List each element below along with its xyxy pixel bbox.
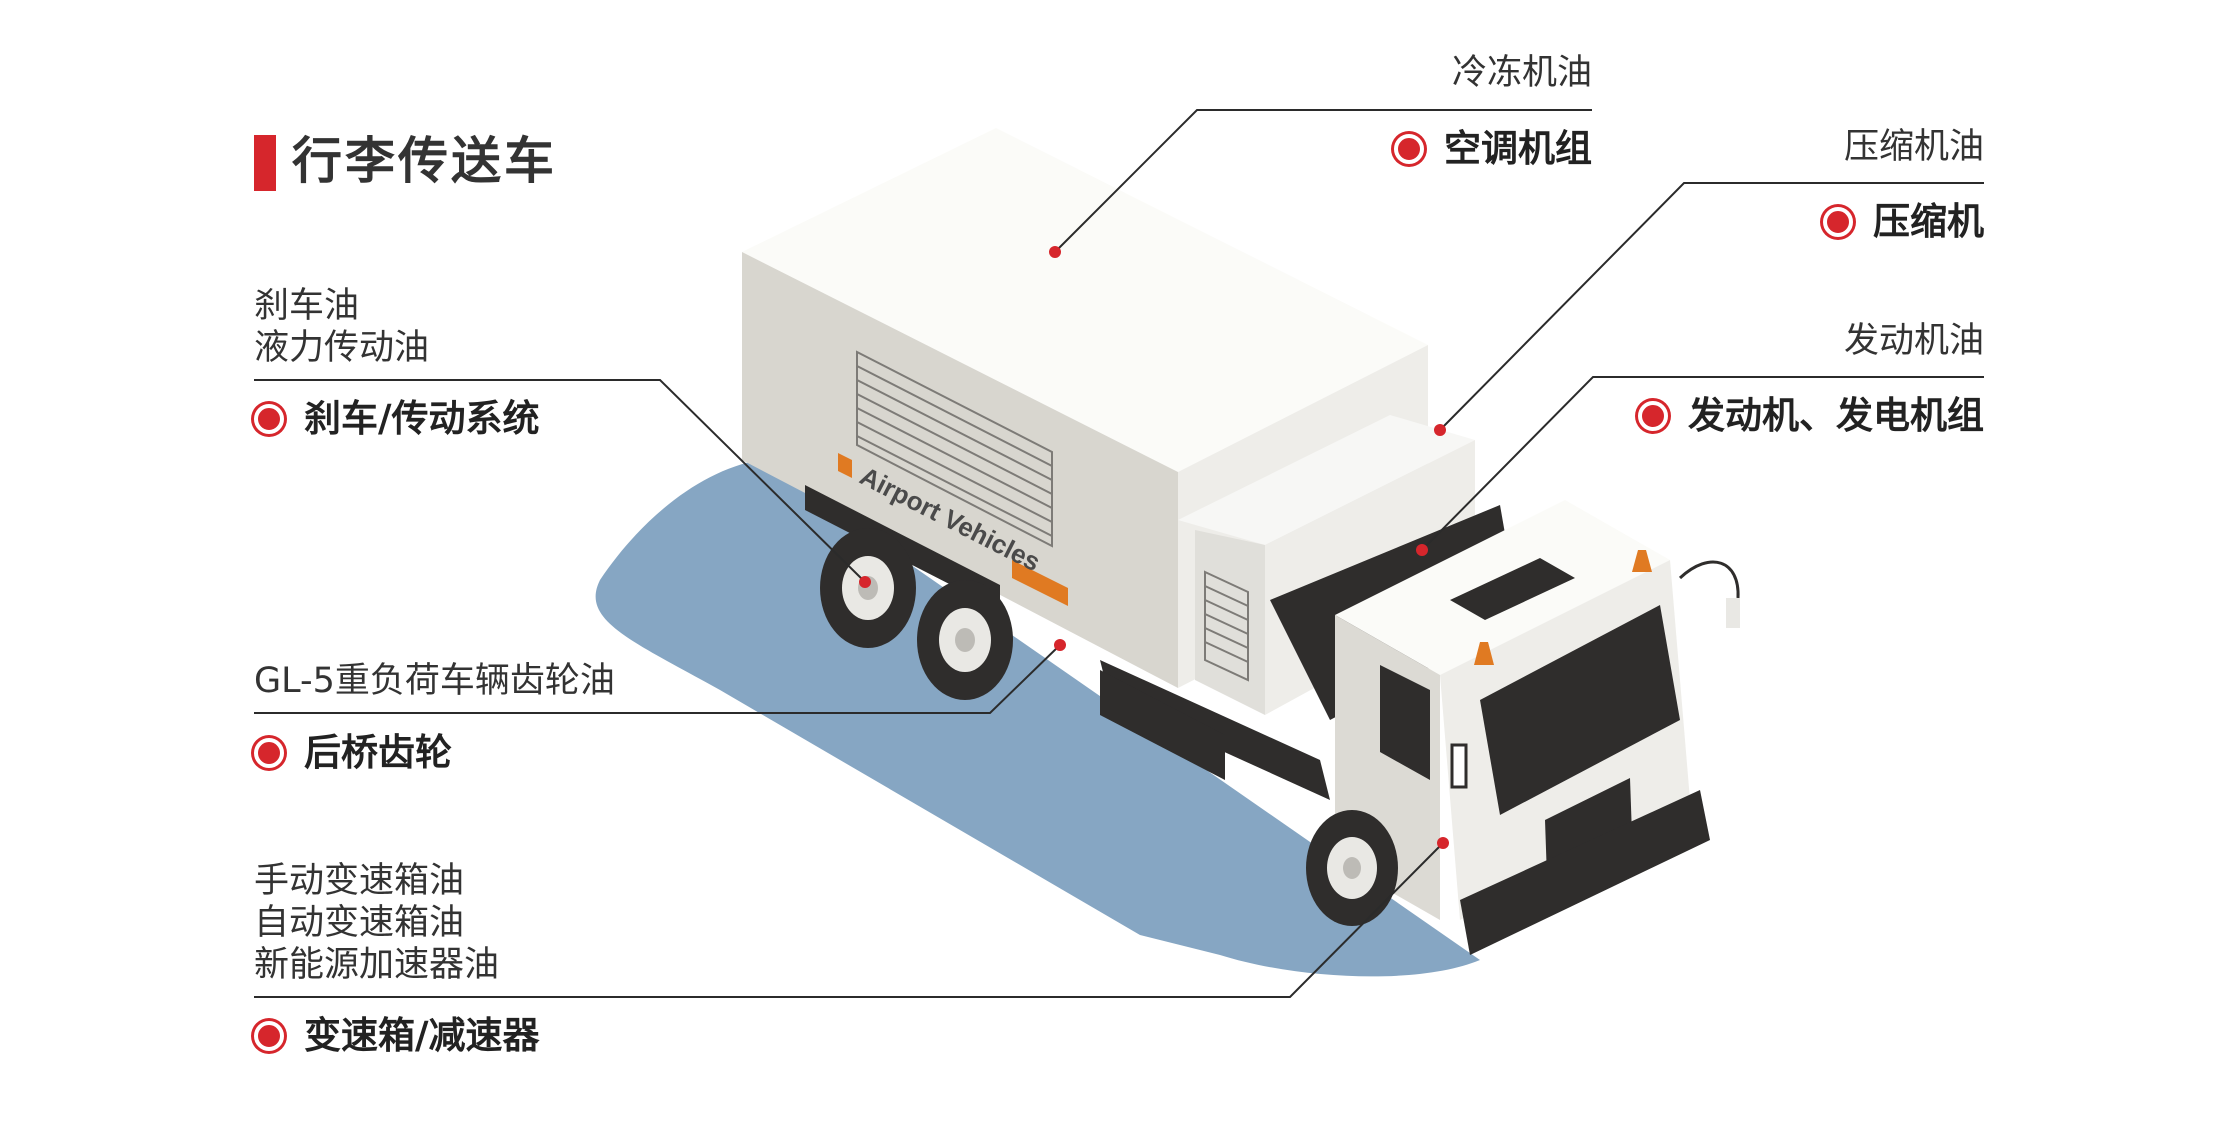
component-gearbox: 变速箱/减速器 — [254, 1013, 540, 1059]
component-label: 刹车/传动系统 — [304, 397, 540, 440]
bullet-icon — [254, 1021, 284, 1051]
component-label: 压缩机 — [1873, 200, 1984, 243]
cooling-unit-top — [1178, 415, 1475, 545]
rear-wheel-1 — [820, 528, 916, 648]
ground-shadow — [595, 460, 1480, 977]
oil-item: 刹车油 — [254, 286, 360, 326]
bullet-icon — [1394, 134, 1424, 164]
beacon-right — [1632, 550, 1652, 572]
side-mirror — [1450, 743, 1468, 789]
bullet-icon — [254, 404, 284, 434]
bullet-icon — [1823, 207, 1853, 237]
beacon-left — [1474, 642, 1494, 665]
leader-line-axle — [254, 644, 1061, 714]
front-wheel — [1306, 810, 1398, 926]
oil-item: 压缩机油 — [1843, 127, 1984, 167]
component-brake: 刹车/传动系统 — [254, 396, 540, 442]
oil-item: 自动变速箱油 — [254, 903, 465, 943]
title-accent-bar — [254, 135, 276, 191]
marker-engine — [1416, 544, 1428, 556]
unit-vent — [1204, 570, 1249, 682]
oil-list-compressor: 压缩机油 — [1844, 126, 1984, 168]
cargo-box-side — [742, 252, 1178, 688]
side-window — [1380, 665, 1430, 780]
component-label: 后桥齿轮 — [304, 731, 452, 774]
oil-list-axle: GL-5重负荷车辆齿轮油 — [254, 660, 615, 702]
oil-item: 手动变速箱油 — [254, 861, 465, 901]
oil-list-ac: 冷冻机油 — [1452, 52, 1592, 94]
marker-brake — [859, 576, 871, 588]
antenna — [1678, 560, 1740, 599]
page-title: 行李传送车 — [292, 132, 557, 190]
oil-list-brake: 刹车油 液力传动油 — [254, 285, 429, 369]
orange-stripe-right — [1012, 560, 1068, 606]
oil-item: 发动机油 — [1843, 321, 1984, 361]
windshield — [1480, 605, 1680, 815]
side-light — [1726, 598, 1740, 628]
marker-ac — [1049, 246, 1061, 258]
component-label: 变速箱/减速器 — [304, 1014, 540, 1057]
component-compressor: 压缩机 — [1823, 199, 1984, 245]
fuel-tank — [1100, 670, 1225, 780]
orange-stripe-left — [838, 453, 852, 478]
oil-item: GL-5重负荷车辆齿轮油 — [254, 661, 615, 701]
oil-list-gearbox: 手动变速箱油 自动变速箱油 新能源加速器油 — [254, 860, 499, 986]
component-engine: 发动机、发电机组 — [1638, 393, 1984, 439]
leader-line-engine — [1421, 376, 1984, 551]
cargo-box-top — [742, 128, 1428, 472]
marker-compressor — [1434, 424, 1446, 436]
leader-line-ac — [1054, 109, 1592, 253]
oil-list-engine: 发动机油 — [1844, 320, 1984, 362]
sunroof — [1450, 558, 1575, 620]
marker-axle — [1054, 639, 1066, 651]
component-label: 空调机组 — [1444, 127, 1592, 170]
bullet-icon — [254, 738, 284, 768]
side-vent — [856, 350, 1053, 548]
leader-line-brake — [254, 379, 866, 583]
component-label: 发动机、发电机组 — [1688, 394, 1984, 437]
oil-item: 冷冻机油 — [1451, 53, 1592, 93]
component-ac: 空调机组 — [1394, 126, 1592, 172]
bullet-icon — [1638, 401, 1668, 431]
oil-item: 液力传动油 — [254, 328, 430, 368]
rear-wheel-2 — [917, 580, 1013, 700]
oil-item: 新能源加速器油 — [254, 945, 500, 985]
component-axle: 后桥齿轮 — [254, 730, 452, 776]
front-bumper — [1460, 790, 1710, 955]
marker-gearbox — [1437, 837, 1449, 849]
leader-line-compressor — [1439, 182, 1984, 431]
leader-line-gearbox — [254, 842, 1444, 998]
